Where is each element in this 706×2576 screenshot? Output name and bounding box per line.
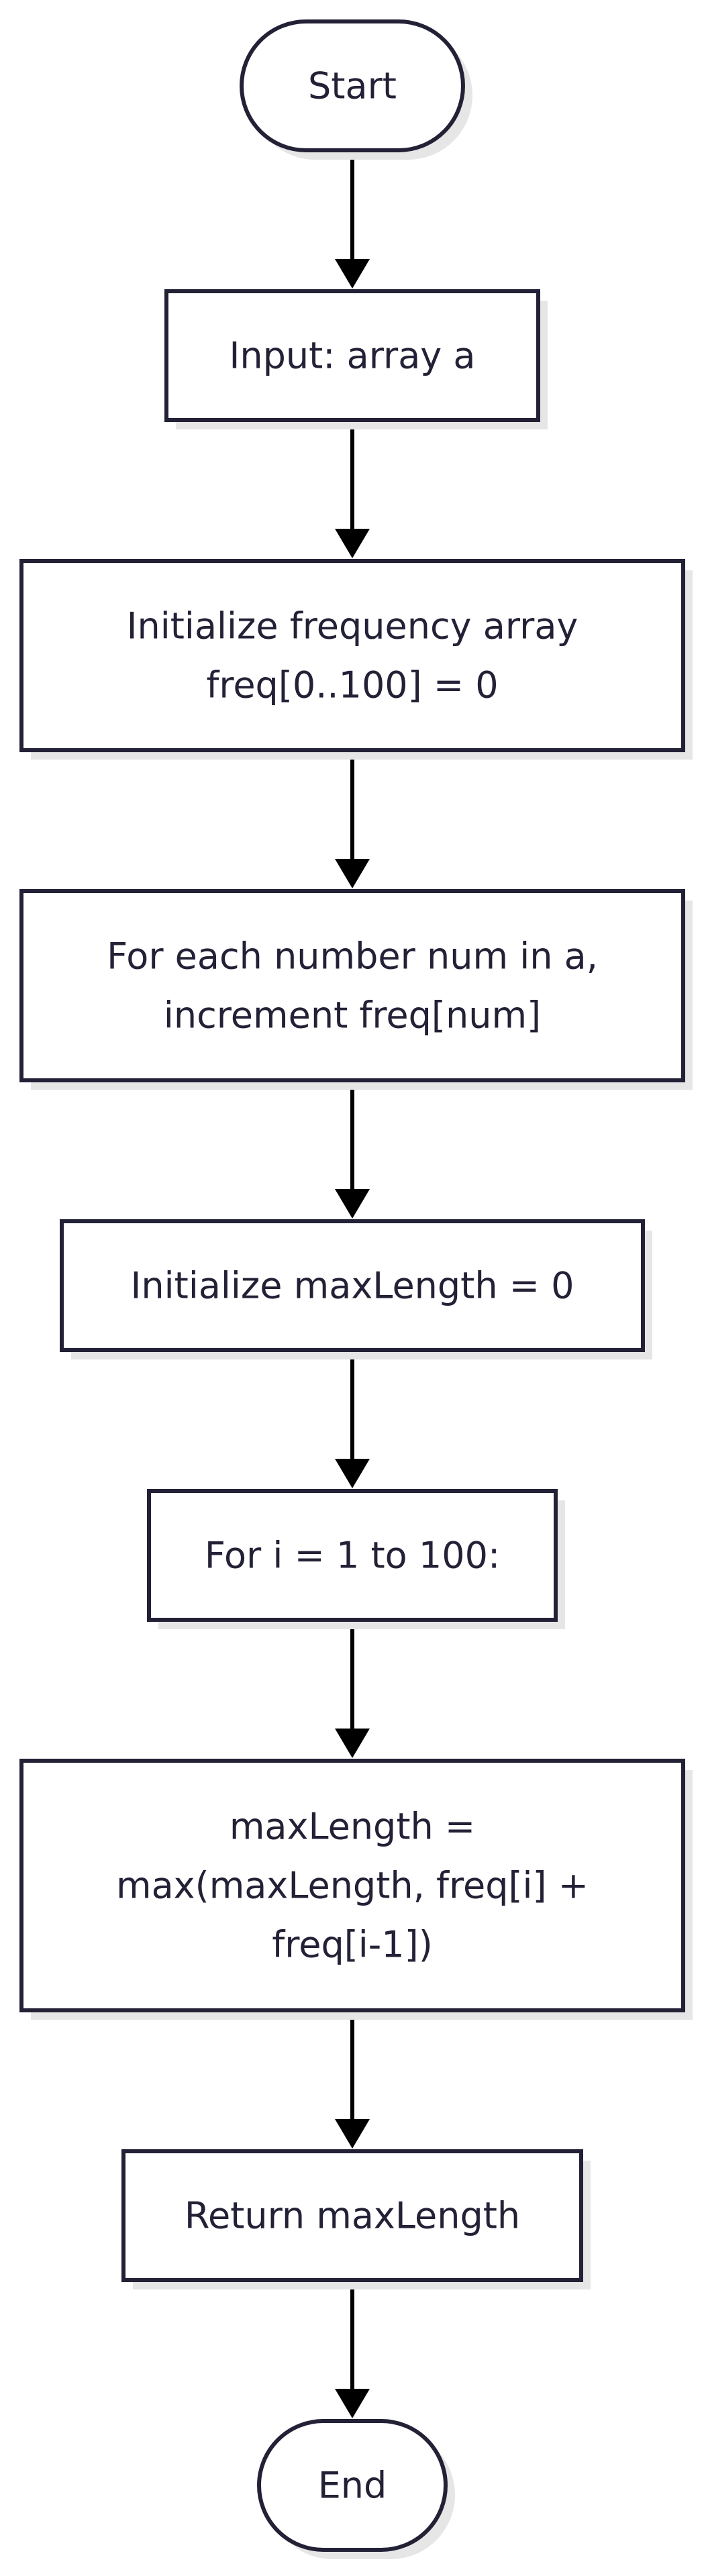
node-label-line: maxLength = (230, 1806, 475, 1848)
node-label-line: max(maxLength, freq[i] + (116, 1865, 589, 1907)
process-box (19, 1759, 685, 2012)
edge-start-to-input (335, 150, 370, 289)
terminal-shape (257, 2419, 448, 2552)
edge-count-loop-to-init-max (335, 1080, 370, 1219)
process-box (164, 289, 540, 422)
arrowhead-icon (335, 529, 370, 558)
node-label-line: Initialize maxLength = 0 (131, 1265, 574, 1307)
node-init-freq: Initialize frequency array freq[0..100] =… (19, 559, 693, 760)
node-label-line: Initialize frequency array (127, 605, 578, 648)
edge-init-max-to-for-i (335, 1350, 370, 1488)
process-box (19, 889, 685, 1082)
node-return: Return maxLength (121, 2149, 591, 2289)
edge-return-to-end (335, 2280, 370, 2418)
process-box (121, 2149, 583, 2282)
node-count-loop: For each number num in a, increment freq[… (19, 889, 693, 1090)
edge-for-i-to-update-max (335, 1620, 370, 1758)
edge-update-max-to-return (335, 2010, 370, 2149)
arrowhead-icon (335, 1459, 370, 1488)
node-for-i: For i = 1 to 100: (147, 1489, 565, 1629)
node-label-line: increment freq[num] (164, 994, 541, 1037)
node-label-line: End (318, 2465, 387, 2507)
node-label-line: freq[0..100] = 0 (206, 664, 498, 707)
process-box (19, 559, 685, 752)
edge-init-freq-to-count-loop (335, 750, 370, 888)
node-label-line: Start (308, 65, 397, 107)
node-start: Start (240, 19, 472, 160)
node-label-line: Return maxLength (185, 2195, 520, 2237)
node-label-line: For each number num in a, (107, 935, 598, 978)
arrowhead-icon (335, 2389, 370, 2418)
edges-layer (335, 150, 370, 2418)
arrowhead-icon (335, 1729, 370, 1758)
process-box (147, 1489, 558, 1622)
node-label-line: For i = 1 to 100: (205, 1535, 500, 1577)
process-box (60, 1219, 645, 1352)
edge-input-to-init-freq (335, 420, 370, 558)
arrowhead-icon (335, 1189, 370, 1219)
terminal-shape (240, 19, 465, 152)
arrowhead-icon (335, 2119, 370, 2149)
node-label-line: Input: array a (229, 335, 475, 377)
node-update-max: maxLength = max(maxLength, freq[i] + freq[… (19, 1759, 693, 2020)
node-label-line: freq[i-1]) (272, 1924, 433, 1966)
arrowhead-icon (335, 259, 370, 289)
node-init-max: Initialize maxLength = 0 (60, 1219, 652, 1359)
arrowhead-icon (335, 859, 370, 888)
node-end: End (257, 2419, 455, 2559)
node-input: Input: array a (164, 289, 548, 429)
